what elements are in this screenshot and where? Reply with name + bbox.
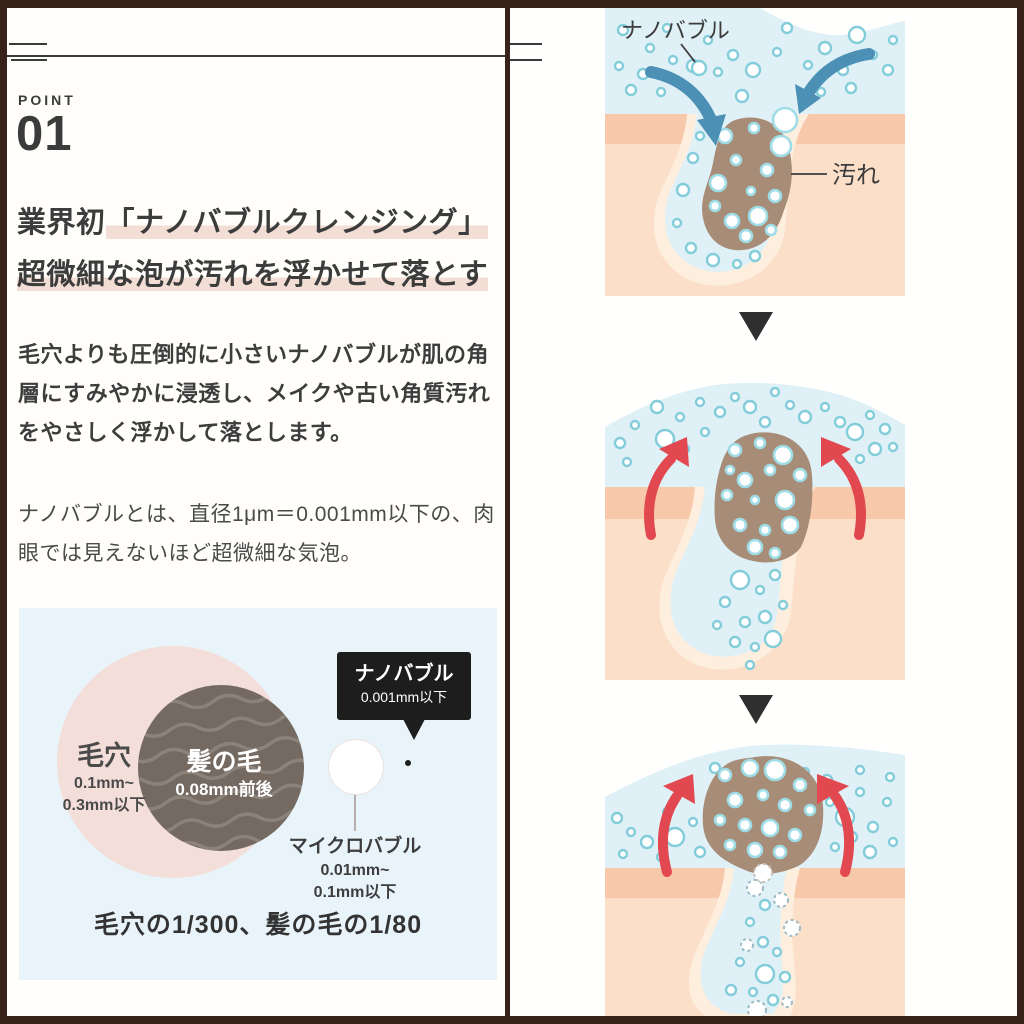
micro-size-1: 0.01mm~ bbox=[320, 862, 390, 879]
section-title: 業界初「ナノバブルクレンジング」超微細な泡が汚れを浮かせて落とす bbox=[17, 197, 503, 301]
dirt-crumb bbox=[753, 863, 773, 883]
blue-arrow-right bbox=[795, 48, 875, 114]
micro-pointer-line bbox=[354, 795, 356, 831]
micro-name: マイクロバブル bbox=[288, 836, 422, 857]
dirt-label: 汚れ bbox=[832, 162, 880, 189]
callout-tail bbox=[403, 719, 425, 740]
dissolving-bubbles bbox=[740, 879, 801, 1016]
fig3-dirt-removed bbox=[605, 744, 905, 1016]
pore-bubbles bbox=[711, 568, 789, 671]
red-arrow-right bbox=[821, 437, 866, 540]
pore-name: 毛穴 bbox=[77, 741, 131, 771]
right-illustration-panel: ナノバブル 汚れ bbox=[510, 8, 1017, 1016]
body-paragraph-1: 毛穴よりも圧倒的に小さいナノバブルが肌の角層にすみやかに浸透し、メイクや古い角質… bbox=[18, 342, 491, 445]
hair-circle bbox=[138, 685, 304, 851]
point-number: 01 bbox=[16, 107, 73, 161]
title-highlighted: 「ナノバブルクレンジング」 bbox=[105, 207, 488, 240]
pore-bubbles bbox=[671, 130, 762, 270]
size-comparison-diagram: 毛穴 0.1mm~ 0.3mm以下 髪の毛 0.08mm前後 ナノバブル 0.0… bbox=[19, 608, 497, 980]
decor-stub-top bbox=[510, 43, 542, 45]
hair-name: 髪の毛 bbox=[186, 748, 262, 776]
nano-bubble-dot bbox=[405, 760, 411, 766]
dirt-blob bbox=[702, 117, 792, 251]
hair-size: 0.08mm前後 bbox=[175, 780, 273, 799]
red-arrow-left bbox=[644, 437, 689, 540]
nano-pointer-line bbox=[680, 43, 696, 63]
decor-stub-bottom bbox=[510, 59, 542, 61]
pore-size-1: 0.1mm~ bbox=[73, 775, 135, 792]
nano-bubble-callout: ナノバブル 0.001mm以下 bbox=[337, 652, 471, 720]
decor-line-short-bottom bbox=[11, 59, 47, 61]
dirt-bubbles bbox=[708, 106, 799, 244]
down-triangle-separator-1 bbox=[739, 312, 773, 341]
point-label: POINT bbox=[18, 92, 76, 108]
pore-size-label: 毛穴 0.1mm~ 0.3mm以下 bbox=[44, 739, 164, 817]
size-caption: 毛穴の1/300、髪の毛の1/80 bbox=[93, 911, 423, 939]
fig2-dirt-lifting bbox=[605, 382, 905, 680]
nano-size: 0.001mm以下 bbox=[360, 689, 448, 705]
title-line2: 超微細な泡が汚れを浮かせて落とす bbox=[17, 259, 489, 292]
red-arrow-left bbox=[657, 774, 695, 877]
nano-label: ナノバブル bbox=[621, 18, 730, 43]
micro-size-2: 0.1mm以下 bbox=[313, 884, 397, 901]
pore-bubbles bbox=[724, 898, 792, 1007]
dirt-bubbles bbox=[713, 758, 817, 860]
left-text-panel: POINT 01 業界初「ナノバブルクレンジング」超微細な泡が汚れを浮かせて落と… bbox=[7, 8, 505, 1016]
hair-size-label: 髪の毛 0.08mm前後 bbox=[154, 746, 294, 802]
red-arrow-right bbox=[817, 774, 855, 877]
fig1-bubbles-penetrate: ナノバブル 汚れ bbox=[605, 8, 905, 296]
body-paragraph-2: ナノバブルとは、直径1μm＝0.001mm以下の、肉眼では見えないほど超微細な気… bbox=[18, 503, 495, 565]
pore-size-2: 0.3mm以下 bbox=[62, 797, 146, 814]
decor-line-short-top bbox=[9, 43, 47, 45]
blue-arrow-left bbox=[645, 66, 726, 146]
down-triangle-separator-2 bbox=[739, 695, 773, 724]
micro-size-label: マイクロバブル 0.01mm~ 0.1mm以下 bbox=[285, 834, 425, 904]
dirt-bubbles bbox=[720, 436, 808, 560]
title-prefix: 業界初 bbox=[17, 207, 106, 240]
micro-bubble-circle bbox=[328, 739, 384, 795]
decor-line-long bbox=[7, 55, 505, 57]
liquid-bubbles bbox=[613, 21, 899, 104]
nano-name: ナノバブル bbox=[354, 663, 454, 685]
